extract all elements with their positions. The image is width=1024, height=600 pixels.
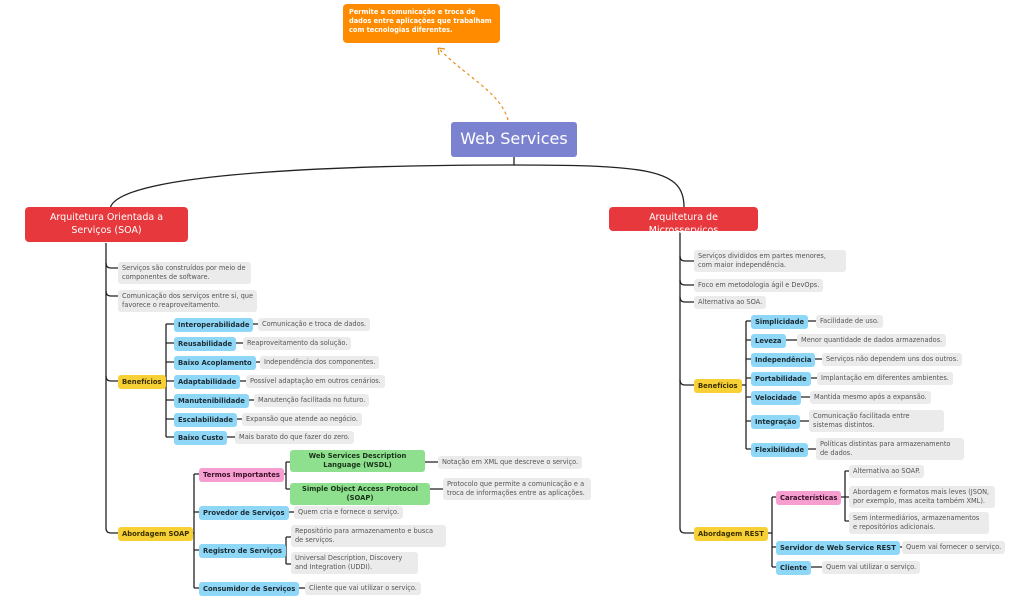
soa-benefit-desc: Possível adaptação em outros cenários.	[246, 375, 385, 388]
soa-benefit-manutenibilidade[interactable]: Manutenibilidade	[174, 394, 249, 408]
rest-feature-1: Alternativa ao SOAP.	[849, 465, 925, 478]
soa-benefits-label[interactable]: Benefícios	[118, 375, 166, 389]
micro-benefit-desc: Políticas distintas para armazenamento d…	[816, 438, 964, 460]
term-soap-desc: Protocolo que permite a comunicação e a …	[443, 478, 591, 500]
micro-benefit-simplicidade[interactable]: Simplicidade	[751, 315, 809, 329]
micro-benefit-velocidade[interactable]: Velocidade	[751, 391, 801, 405]
soa-benefit-desc: Manutenção facilitada no futuro.	[254, 394, 370, 407]
micro-desc-1: Serviços divididos em partes menores, co…	[694, 250, 846, 272]
soa-benefit-baixo-acoplamento[interactable]: Baixo Acoplamento	[174, 356, 256, 370]
soap-registry-desc-2: Universal Description, Discovery and Int…	[291, 552, 418, 574]
soa-benefit-escalabilidade[interactable]: Escalabilidade	[174, 413, 238, 427]
micro-benefit-desc: Comunicação facilitada entre sistemas di…	[809, 410, 944, 432]
rest-approach-label[interactable]: Abordagem REST	[694, 527, 768, 541]
micro-benefit-desc: Menor quantidade de dados armazenados.	[797, 334, 947, 347]
rest-server-desc: Quem vai fornecer o serviço.	[902, 541, 1006, 554]
rest-client-desc: Quem vai utilizar o serviço.	[822, 561, 921, 574]
micro-desc-2: Foco em metodologia ágil e DevOps.	[694, 279, 824, 292]
micro-benefit-desc: Facilidade de uso.	[816, 315, 883, 328]
rest-server[interactable]: Servidor de Web Service REST	[776, 541, 900, 555]
soa-desc-2: Comunicação dos serviços entre si, que f…	[118, 290, 257, 312]
term-wsdl-desc: Notação em XML que descreve o serviço.	[438, 456, 583, 469]
soap-terms-label[interactable]: Termos Importantes	[199, 468, 284, 482]
soa-benefit-reusabilidade[interactable]: Reusabilidade	[174, 337, 237, 351]
micro-benefit-desc: Serviços não dependem uns dos outros.	[822, 353, 963, 366]
micro-desc-3: Alternativa ao SOA.	[694, 296, 767, 309]
soa-benefit-desc: Independência dos componentes.	[260, 356, 380, 369]
rest-client[interactable]: Cliente	[776, 561, 811, 575]
micro-benefit-integracao[interactable]: Integração	[751, 415, 801, 429]
micro-benefit-leveza[interactable]: Leveza	[751, 334, 786, 348]
micro-benefit-independencia[interactable]: Independência	[751, 353, 816, 367]
term-soap[interactable]: Simple Object Access Protocol (SOAP)	[290, 483, 430, 505]
soap-registry[interactable]: Registro de Serviços	[199, 544, 286, 558]
soa-benefit-desc: Mais barato do que fazer do zero.	[235, 431, 354, 444]
rest-feature-2: Abordagem e formatos mais leves (JSON, p…	[849, 486, 995, 508]
soa-benefit-baixo-custo[interactable]: Baixo Custo	[174, 431, 228, 445]
soa-benefit-desc: Reaproveitamento da solução.	[243, 337, 352, 350]
central-topic[interactable]: Web Services	[451, 122, 577, 157]
soa-benefit-interoperabilidade[interactable]: Interoperabilidade	[174, 318, 254, 332]
topic-microservices[interactable]: Arquitetura de Microsserviços	[609, 207, 758, 236]
topic-soa[interactable]: Arquitetura Orientada a Serviços (SOA)	[25, 207, 188, 242]
soa-benefit-adaptabilidade[interactable]: Adaptabilidade	[174, 375, 241, 389]
soap-provider[interactable]: Provedor de Serviços	[199, 506, 289, 520]
soap-consumer-desc: Cliente que vai utilizar o serviço.	[305, 582, 421, 595]
soa-benefit-desc: Expansão que atende ao negócio.	[242, 413, 362, 426]
micro-benefits-label[interactable]: Benefícios	[694, 379, 742, 393]
rest-feature-3: Sem intermediários, armazenamentos e rep…	[849, 512, 989, 534]
micro-benefit-portabilidade[interactable]: Portabilidade	[751, 372, 811, 386]
micro-benefit-desc: Mantida mesmo após a expansão.	[810, 391, 931, 404]
soa-benefit-desc: Comunicação e troca de dados.	[258, 318, 371, 331]
soa-desc-1: Serviços são construídos por meio de com…	[118, 262, 251, 284]
micro-benefit-desc: Implantação em diferentes ambientes.	[817, 372, 953, 385]
soap-consumer[interactable]: Consumidor de Serviços	[199, 582, 300, 596]
soap-registry-desc-1: Repositório para armazenamento e busca d…	[291, 525, 446, 547]
soap-approach-label[interactable]: Abordagem SOAP	[118, 527, 194, 541]
definition-note[interactable]: Permite a comunicação e troca de dados e…	[343, 4, 500, 43]
micro-benefit-flexibilidade[interactable]: Flexibilidade	[751, 443, 809, 457]
rest-features-label[interactable]: Características	[776, 491, 842, 505]
term-wsdl[interactable]: Web Services Description Language (WSDL)	[290, 450, 425, 472]
soap-provider-desc: Quem cria e fornece o serviço.	[294, 506, 404, 519]
